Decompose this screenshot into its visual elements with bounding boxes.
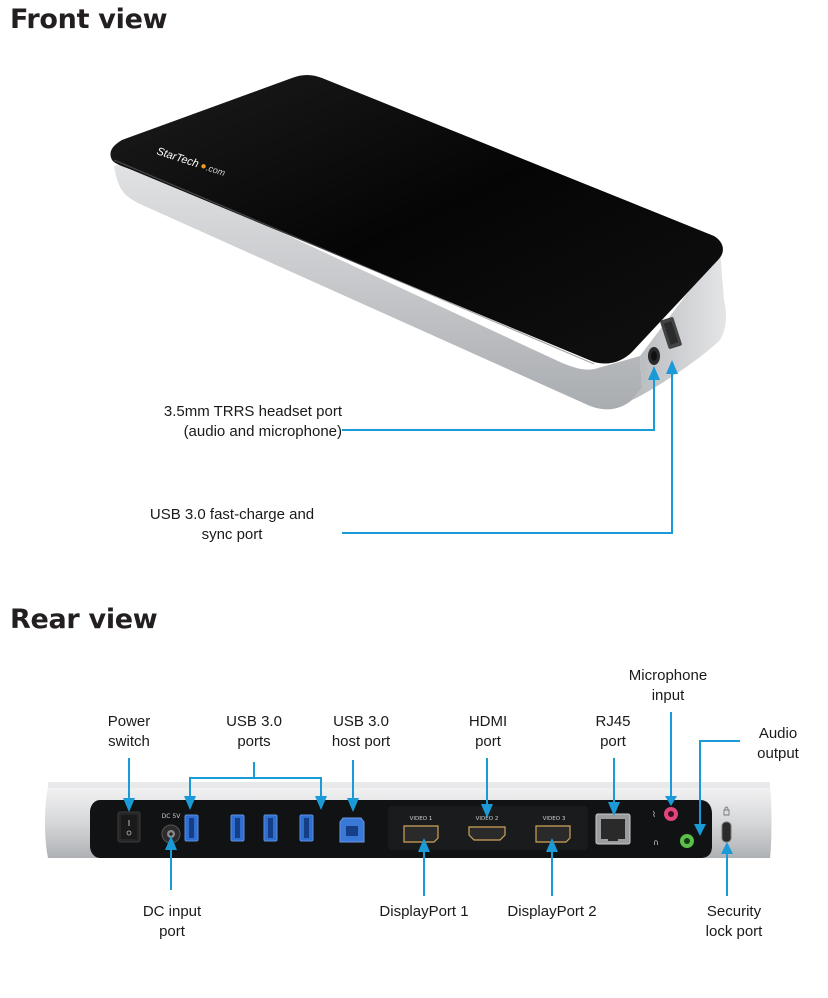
dock-top-highlight <box>113 159 595 365</box>
front-view-heading: Front view <box>10 4 168 35</box>
rear-callout-lines <box>128 712 740 896</box>
displayport1-illustration <box>403 825 439 843</box>
video1-text: VIDEO 1 <box>410 816 433 822</box>
headset-callout-line <box>342 376 655 431</box>
front-dock-illustration: StarTech .com <box>110 75 727 534</box>
displayport2-label: DisplayPort 2 <box>507 903 597 920</box>
hdmi-illustration <box>468 826 506 841</box>
svg-text:⌇: ⌇ <box>652 810 656 819</box>
usb-charge-arrowhead <box>666 360 678 374</box>
dock-side-panel <box>114 162 642 410</box>
security-slot-illustration <box>721 821 732 843</box>
displayport2-illustration <box>535 825 571 843</box>
rear-view-heading: Rear view <box>10 604 158 635</box>
displayport1-label: DisplayPort 1 <box>379 903 469 920</box>
logo-dot <box>201 164 206 169</box>
video2-text: VIDEO 2 <box>476 816 499 822</box>
svg-text:∩: ∩ <box>653 838 659 847</box>
rear-arrowheads <box>123 796 733 854</box>
front-callout-lines <box>342 370 673 534</box>
video3-text: VIDEO 3 <box>543 816 566 822</box>
usb-charge-port-label: USB 3.0 fast-charge and sync port <box>149 506 315 543</box>
dc-label: DC 5V <box>162 813 182 820</box>
dock-top-surface <box>110 75 723 364</box>
usb-ports-illustration <box>184 814 314 842</box>
usb-charge-callout-line <box>342 370 673 534</box>
headset-arrowhead <box>648 366 660 380</box>
headset-port-label: 3.5mm TRRS headset port (audio and micro… <box>163 403 342 440</box>
